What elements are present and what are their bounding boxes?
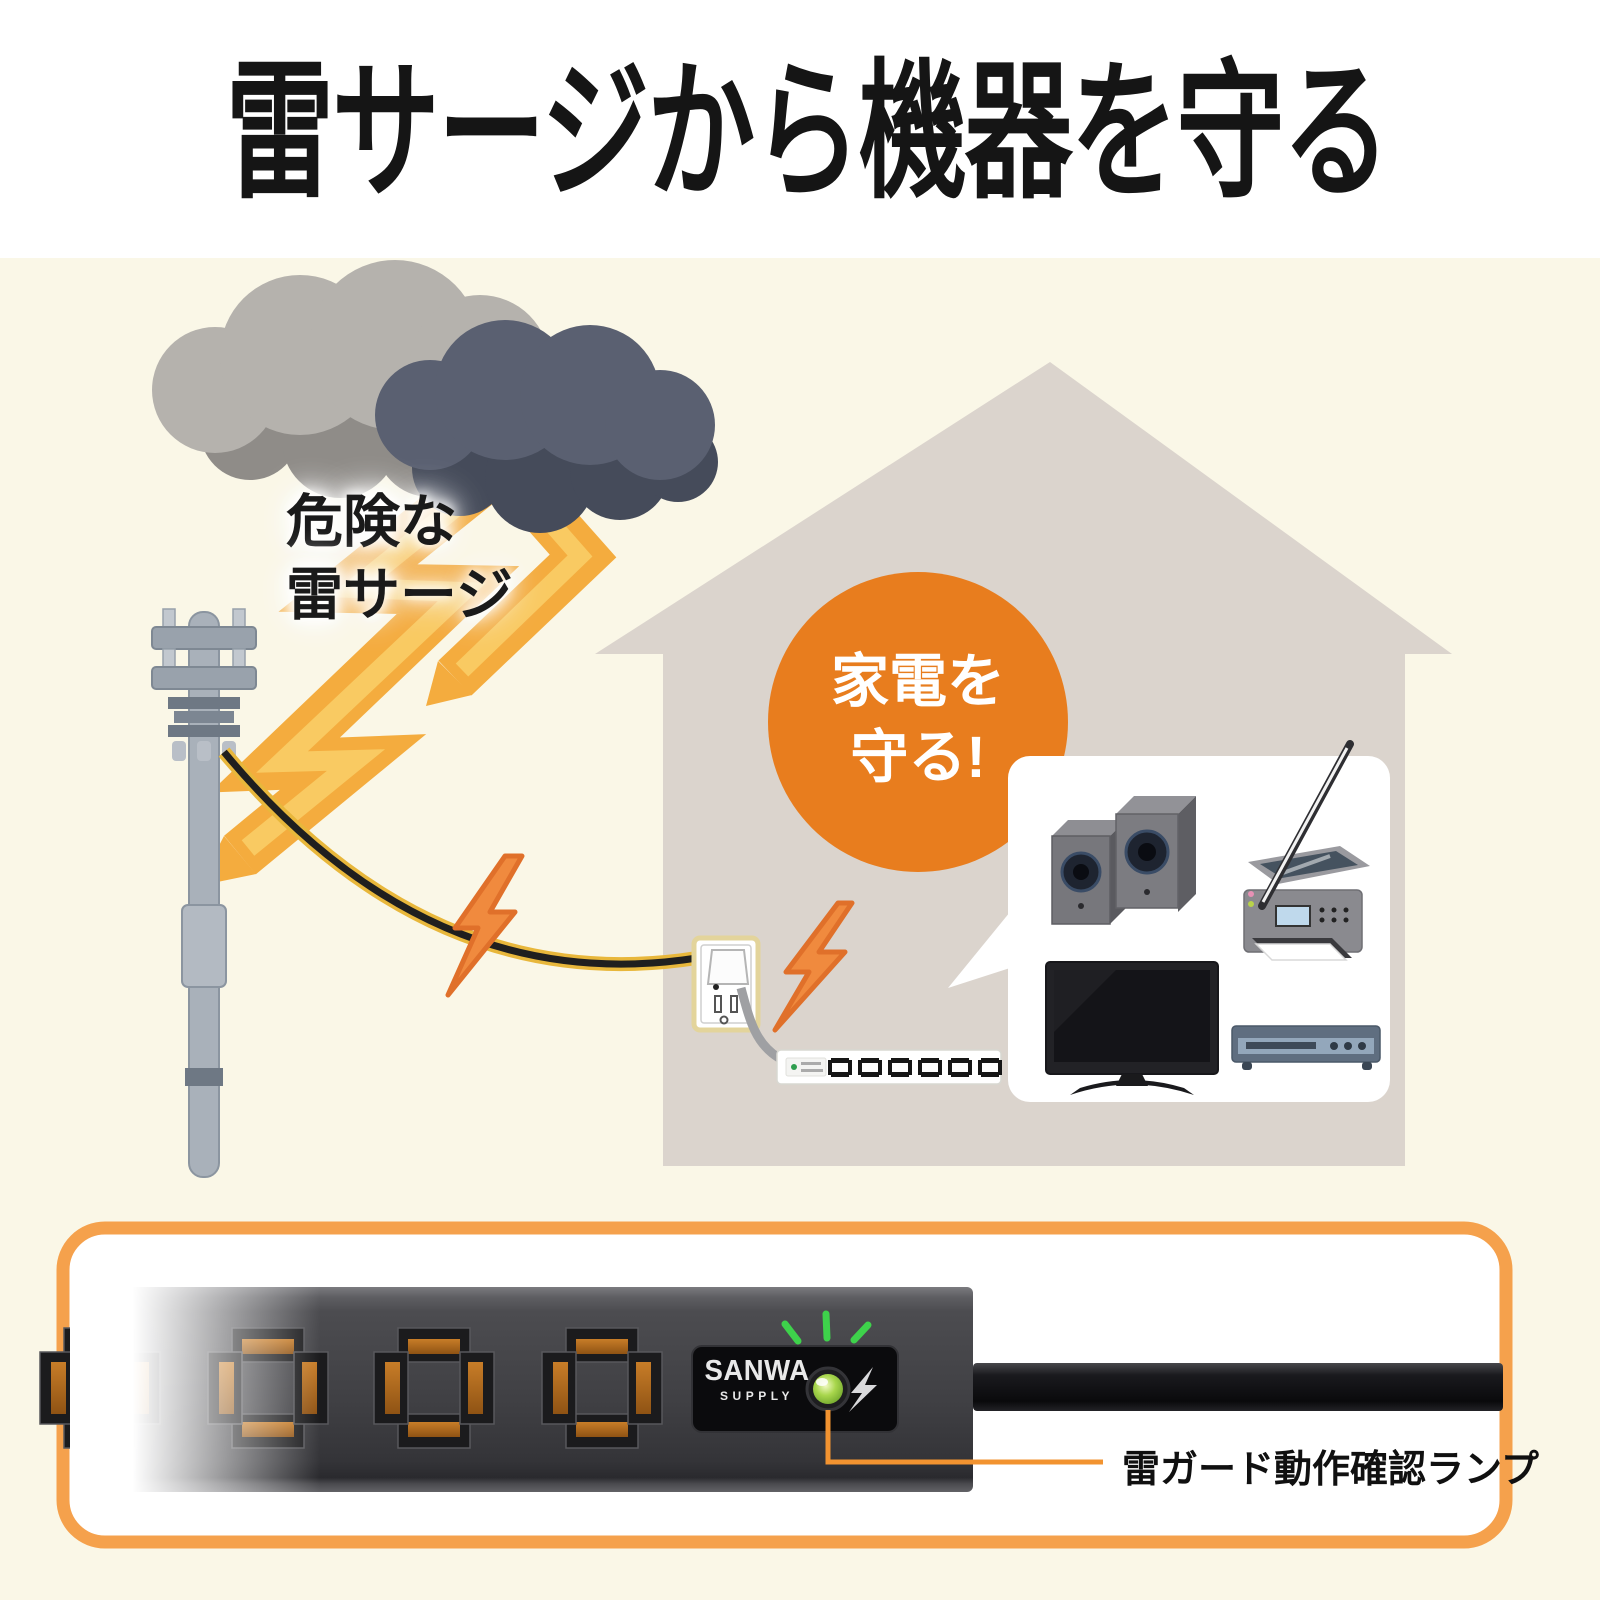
utility-pole-icon	[151, 608, 257, 1178]
brand-logo: SANWA SUPPLY	[694, 1356, 820, 1404]
led-glow-rays-icon	[781, 1310, 872, 1345]
page-title: 雷サージから機器を守る	[225, 48, 1390, 216]
surge-bolt-icon	[445, 853, 525, 998]
protect-badge-line1: 家電を	[830, 649, 1005, 714]
tv-icon	[1045, 961, 1219, 1095]
protect-badge-line2: 守る!	[850, 725, 986, 790]
product-strip-photo	[39, 1282, 1503, 1497]
protect-badge-text: 家電を 守る!	[768, 644, 1068, 796]
printer-icon	[1243, 740, 1370, 961]
power-strip-illustration	[776, 1049, 1002, 1085]
brand-label-plate	[691, 1345, 899, 1433]
brand-name: SANWA	[704, 1355, 810, 1387]
power-line	[218, 747, 699, 971]
callout-line	[825, 1410, 1103, 1465]
danger-label-line1: 危険な	[286, 490, 457, 554]
product-panel	[39, 1221, 1513, 1549]
power-cord	[973, 1363, 1503, 1411]
title-band	[0, 0, 1600, 258]
surge-bolt-icon	[772, 900, 855, 1033]
callout-label: 雷ガード動作確認ランプ	[1122, 1449, 1539, 1491]
protect-badge-circle	[768, 572, 1068, 872]
recorder-icon	[1231, 1025, 1381, 1070]
wall-outlet-icon	[691, 935, 782, 1062]
dark-storm-cloud-icon	[375, 320, 718, 533]
brand-division: SUPPLY	[720, 1389, 794, 1403]
danger-label: 危険な 雷サージ	[286, 486, 513, 632]
danger-label-line2: 雷サージ	[286, 563, 513, 627]
bolt-glyph-icon	[849, 1367, 877, 1412]
speakers-icon	[1051, 796, 1196, 925]
